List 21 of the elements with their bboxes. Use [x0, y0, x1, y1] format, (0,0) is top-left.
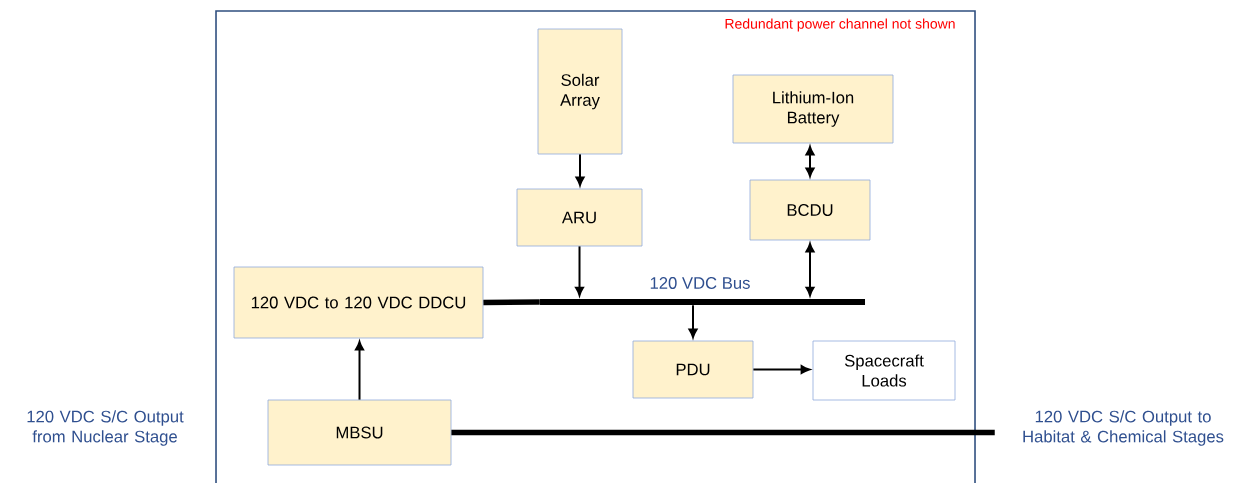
side-label: 120 VDC S/C Output to Habitat & Chemical Stages — [1023, 410, 1224, 446]
connector-line — [483, 299, 540, 306]
side-label: 120 VDC S/C Output from Nuclear Stage — [27, 410, 184, 446]
arrow — [355, 340, 364, 401]
component-box: Spacecraft Loads — [812, 340, 956, 401]
arrow — [575, 245, 584, 297]
component-box: Lithium-Ion Battery — [732, 74, 894, 144]
component-box: 120 VDC to 120 VDC DDCU — [233, 266, 484, 339]
note-text: Redundant power channel not shown — [725, 18, 955, 32]
arrow — [688, 304, 698, 339]
component-box: MBSU — [267, 399, 452, 466]
arrow — [575, 153, 585, 187]
bus-label: 120 VDC Bus — [650, 277, 750, 289]
arrow — [752, 365, 811, 374]
arrow — [805, 242, 815, 297]
component-box: PDU — [632, 340, 754, 399]
component-box: BCDU — [749, 179, 871, 241]
arrow — [805, 145, 815, 178]
connector-line — [451, 429, 995, 436]
component-box: ARU — [516, 188, 643, 247]
component-box: Solar Array — [537, 28, 623, 155]
